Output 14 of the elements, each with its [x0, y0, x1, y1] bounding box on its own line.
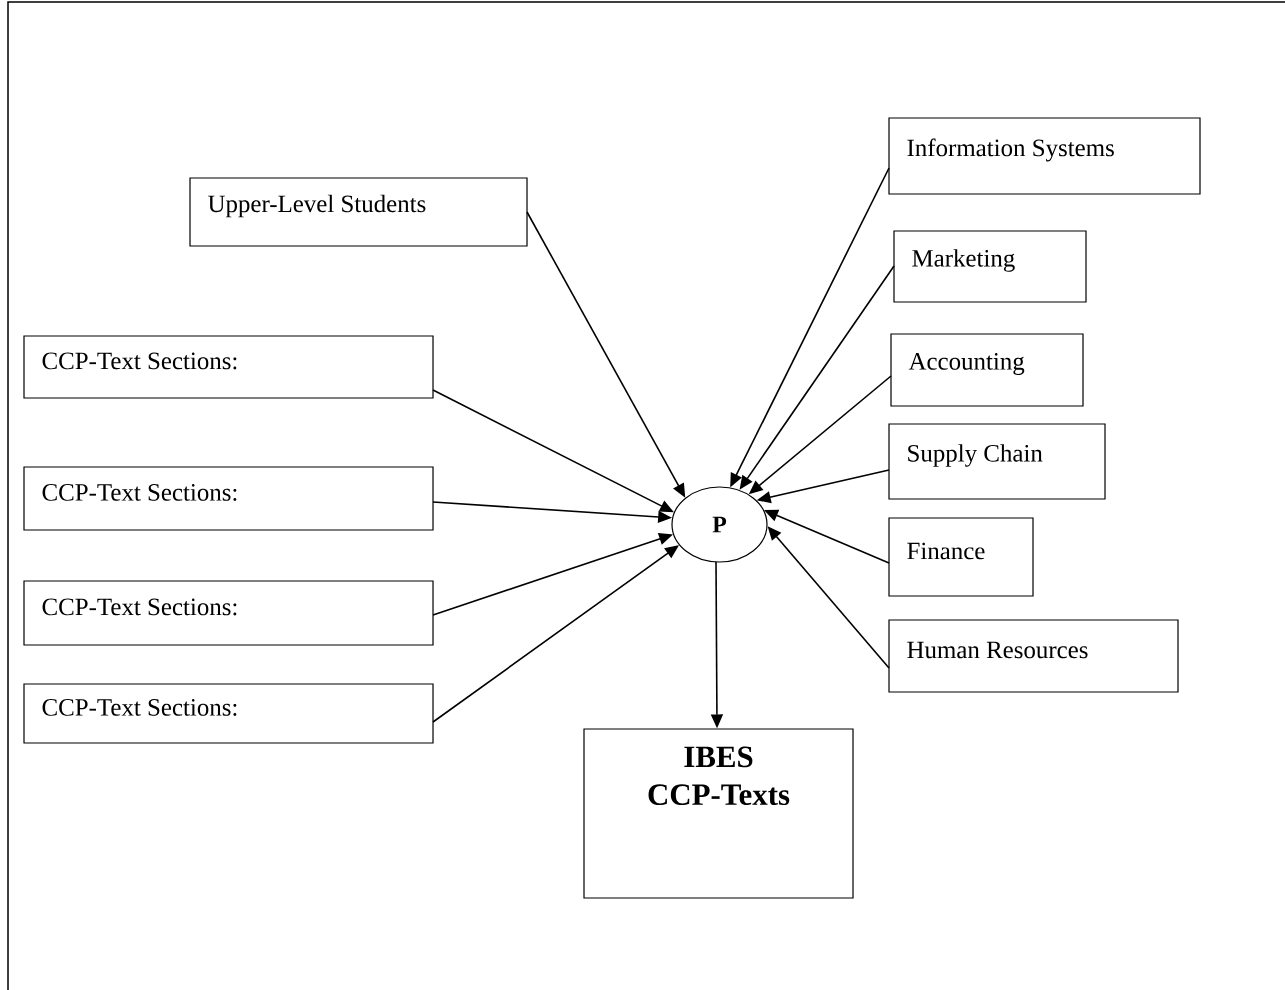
label-box: Finance [888, 517, 1034, 597]
label-box: Accounting [890, 333, 1084, 407]
label-box: Supply Chain [888, 423, 1106, 500]
label-box: Information Systems [888, 117, 1201, 195]
arrow [432, 545, 679, 723]
label-box: Human Resources [888, 619, 1179, 693]
label-box: Marketing [893, 230, 1087, 303]
result-box: IBES CCP-Texts [583, 728, 854, 899]
label-box: CCP-Text Sections: [23, 335, 434, 399]
ellipse-node: P [671, 486, 768, 563]
label-box: CCP-Text Sections: [23, 466, 434, 531]
label-box: CCP-Text Sections: [23, 580, 434, 646]
label-box: Upper-Level Students [189, 177, 528, 247]
label-box: CCP-Text Sections: [23, 683, 434, 744]
